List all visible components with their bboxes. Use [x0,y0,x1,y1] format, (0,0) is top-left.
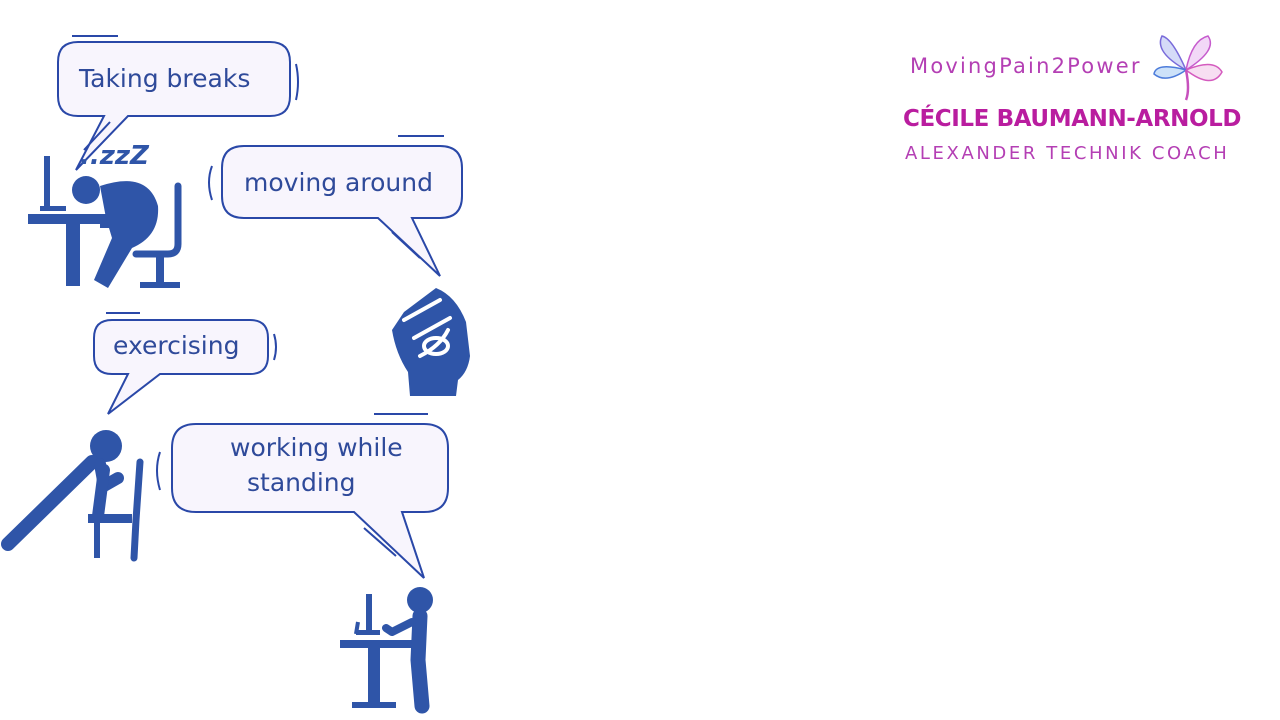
fan-petal-logo-icon [1153,35,1223,101]
illustration: ..zzZ [1,35,470,714]
speech-bubble-working-standing [171,423,449,579]
bubble-text-working-standing-line2: standing [247,468,356,497]
bubble-sketch-lines-2 [208,135,444,259]
stretching-person-icon [1,430,144,562]
bubble-text-taking-breaks: Taking breaks [79,64,251,93]
bubble-text-exercising: exercising [113,331,240,360]
bubble-sketch-lines-4 [156,413,428,557]
speech-bubble-exercising [93,319,269,415]
standing-desk-person-icon [340,587,433,714]
bubble-sketch-lines-3 [106,312,277,361]
brand-name: MovingPain2Power [910,54,1142,78]
coach-role: ALEXANDER TECHNIK COACH [905,143,1230,164]
coach-name: CÉCILE BAUMANN-ARNOLD [903,106,1242,132]
sleep-marks: ..zzZ [80,141,150,171]
bubble-sketch-lines-1 [72,35,299,151]
speech-bubble-moving-around [221,145,463,277]
sleeping-at-desk-icon [28,156,182,288]
speech-bubble-taking-breaks [57,41,291,171]
bubble-text-moving-around: moving around [244,168,433,197]
bubble-text-working-standing-line1: working while [230,433,403,462]
fist-icon [392,288,470,396]
